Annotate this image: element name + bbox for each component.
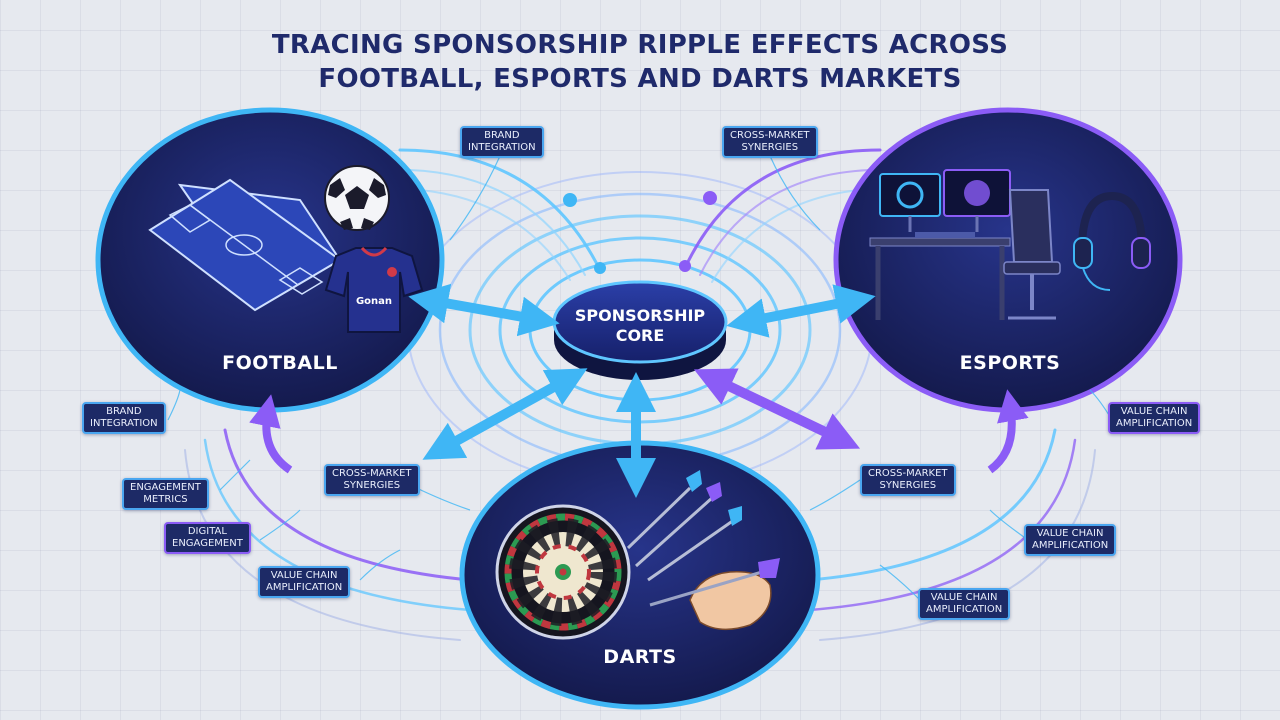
jersey-icon: Gonan — [324, 246, 424, 333]
football-label: FOOTBALL — [222, 352, 338, 374]
ripple-dot — [594, 262, 606, 274]
soccer-ball-icon — [324, 165, 390, 231]
tag-cross-market-synergies-top: CROSS-MARKET SYNERGIES — [722, 126, 818, 158]
core-label-line-2: CORE — [615, 326, 665, 345]
core-label: SPONSORSHIP CORE — [560, 306, 720, 346]
tag-value-chain-right-bottom: VALUE CHAIN AMPLIFICATION — [918, 588, 1011, 620]
tag-line: VALUE CHAIN — [270, 570, 338, 581]
esports-label: ESPORTS — [959, 352, 1061, 374]
sponsorship-core — [552, 280, 728, 380]
tag-line: SYNERGIES — [343, 480, 401, 491]
football-node: Gonan — [95, 107, 445, 413]
arrow-core-lower-left — [422, 368, 588, 460]
tag-line: INTEGRATION — [468, 142, 536, 153]
arrow-core-lower-right — [693, 368, 861, 450]
tag-digital-engagement: DIGITAL ENGAGEMENT — [164, 522, 251, 554]
darts-label: DARTS — [603, 646, 677, 668]
tag-line: SYNERGIES — [741, 142, 799, 153]
tag-value-chain-left: VALUE CHAIN AMPLIFICATION — [258, 566, 351, 598]
tag-line: VALUE CHAIN — [1120, 406, 1188, 417]
gaming-chair-icon — [1003, 189, 1061, 320]
tag-brand-integration-top: BRAND INTEGRATION — [460, 126, 544, 158]
darts-node — [459, 440, 821, 710]
tag-line: VALUE CHAIN — [930, 592, 998, 603]
ripple-dot — [703, 191, 717, 205]
tag-line: METRICS — [143, 494, 188, 505]
ripple-dot — [679, 260, 691, 272]
tag-value-chain-right-middle: VALUE CHAIN AMPLIFICATION — [1024, 524, 1117, 556]
tag-value-chain-right-top: VALUE CHAIN AMPLIFICATION — [1108, 402, 1201, 434]
tag-line: SYNERGIES — [879, 480, 937, 491]
tag-line: AMPLIFICATION — [266, 582, 343, 593]
tag-line: CROSS-MARKET — [730, 130, 810, 141]
darts-icon — [626, 470, 742, 582]
dartboard-icon — [495, 504, 631, 640]
arrow-esports-loop — [987, 389, 1029, 474]
arrow-football-loop — [249, 394, 293, 474]
tag-line: CROSS-MARKET — [332, 468, 412, 479]
tag-line: CROSS-MARKET — [868, 468, 948, 479]
arrow-core-esports — [726, 284, 876, 338]
tag-engagement-metrics: ENGAGEMENT METRICS — [122, 478, 209, 510]
tag-line: BRAND — [106, 406, 142, 417]
tag-line: INTEGRATION — [90, 418, 158, 429]
tag-line: AMPLIFICATION — [926, 604, 1003, 615]
ripple-dot — [563, 193, 577, 207]
tag-line: AMPLIFICATION — [1032, 540, 1109, 551]
connection-arcs — [184, 148, 1096, 641]
esports-node — [833, 107, 1183, 413]
tag-line: VALUE CHAIN — [1036, 528, 1104, 539]
tag-cross-market-synergies-right: CROSS-MARKET SYNERGIES — [860, 464, 956, 496]
headset-icon — [1073, 191, 1151, 291]
hand-with-dart-icon — [649, 558, 780, 631]
title-line-2: FOOTBALL, ESPORTS AND DARTS MARKETS — [318, 64, 962, 94]
tag-cross-market-synergies-left: CROSS-MARKET SYNERGIES — [324, 464, 420, 496]
jersey-sponsor-text: Gonan — [356, 296, 392, 307]
tag-line: ENGAGEMENT — [172, 538, 243, 549]
gaming-desk-icon — [869, 232, 1011, 320]
tag-line: DIGITAL — [187, 526, 227, 537]
title-line-1: TRACING SPONSORSHIP RIPPLE EFFECTS ACROS… — [271, 30, 1009, 60]
tag-line: ENGAGEMENT — [130, 482, 201, 493]
monitor-icon — [879, 169, 1011, 232]
core-label-line-1: SPONSORSHIP — [574, 306, 706, 325]
tag-brand-integration-left: BRAND INTEGRATION — [82, 402, 166, 434]
tag-line: BRAND — [484, 130, 520, 141]
tag-line: AMPLIFICATION — [1116, 418, 1193, 429]
football-pitch-icon — [148, 178, 342, 312]
arrow-football-core — [408, 283, 560, 337]
diagram-title: TRACING SPONSORSHIP RIPPLE EFFECTS ACROS… — [0, 28, 1280, 96]
core-arrows — [249, 283, 1029, 498]
